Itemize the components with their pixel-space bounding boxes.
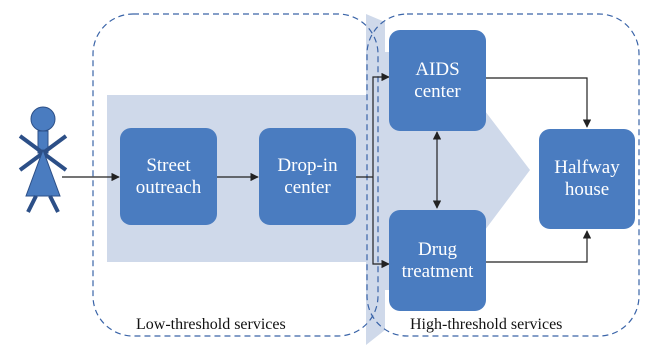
arrow-drug-treatment-to-halfway-house (486, 230, 592, 263)
node-drop-in-center-label: Drop-in center (277, 154, 338, 198)
person-icon (18, 106, 68, 213)
arrow-aids-center-to-halfway-house (486, 77, 592, 128)
high-threshold-region (366, 13, 640, 337)
node-halfway-house-label: Halfway house (554, 157, 620, 200)
node-aids-center-label: AIDS center (414, 58, 461, 102)
node-drug-treatment: Drug treatment (389, 210, 486, 311)
node-drug-treatment-label: Drug treatment (401, 238, 474, 282)
node-street-outreach-label: Street outreach (135, 154, 202, 198)
high-threshold-label: High-threshold services (410, 316, 563, 333)
low-threshold-label: Low-threshold services (136, 316, 286, 333)
node-halfway-house: Halfway house (539, 129, 635, 229)
arrow-branch-to-drug-treatment (372, 177, 390, 269)
node-aids-center: AIDS center (389, 30, 486, 131)
node-street-outreach: Street outreach (120, 128, 217, 225)
connectors (62, 72, 592, 269)
arrow-branch-to-aids-center (372, 72, 390, 177)
node-drop-in-center: Drop-in center (259, 128, 356, 225)
low-threshold-region (92, 13, 379, 337)
